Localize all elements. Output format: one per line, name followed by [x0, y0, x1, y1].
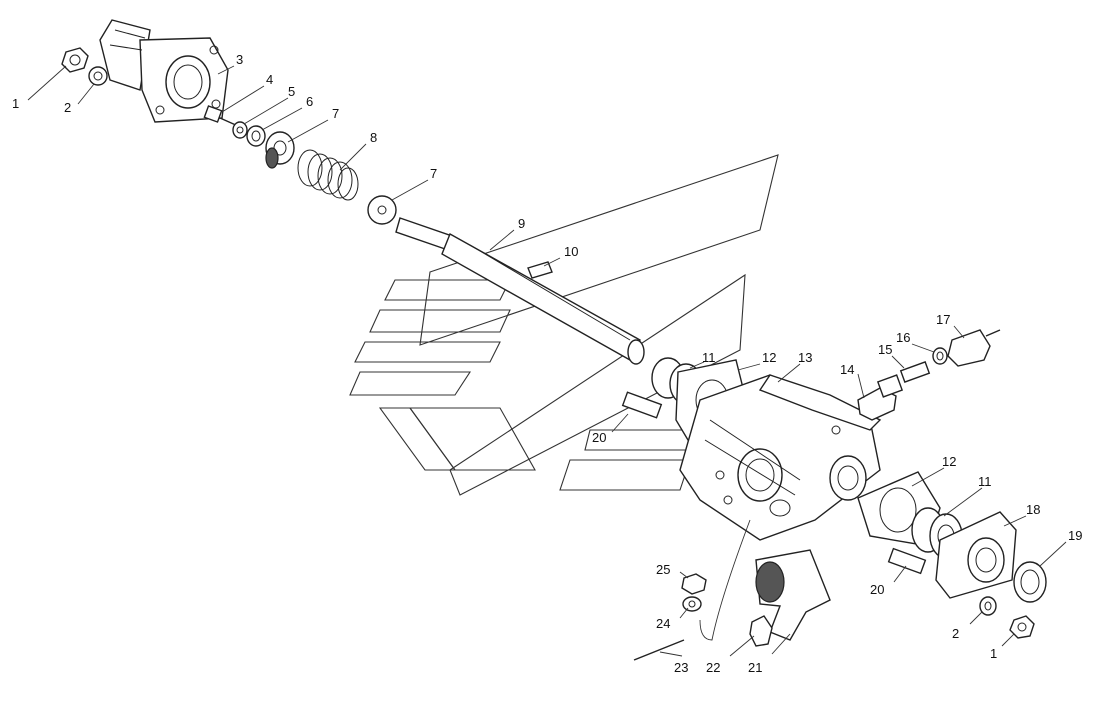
- ring-part-6: [246, 125, 266, 147]
- callout-3: 3: [236, 52, 243, 67]
- callout-5: 5: [288, 84, 295, 99]
- callout-20-upper: 20: [592, 430, 606, 445]
- spring-seat-part-7-upper: [265, 131, 295, 169]
- washer-part-24: [682, 596, 702, 612]
- callout-25: 25: [656, 562, 670, 577]
- washer-part-2-top: [88, 66, 108, 86]
- callout-6: 6: [306, 94, 313, 109]
- callout-10: 10: [564, 244, 578, 259]
- callout-17: 17: [936, 312, 950, 327]
- stud-part-20-upper: [621, 391, 663, 419]
- callout-11-upper: 11: [702, 350, 716, 365]
- sleeve-part-15: [899, 361, 931, 383]
- watermark-logo: [349, 154, 779, 496]
- callout-13: 13: [798, 350, 812, 365]
- o-ring-part-16: [932, 347, 948, 365]
- leader-lines: [27, 65, 1067, 657]
- flanged-sleeve-part-3: [99, 19, 229, 123]
- nut-part-1-bottom: [1009, 615, 1035, 639]
- callout-labels: 1 2 3 4 5 6 7 8 7 9 10 11 12 13 14 15 16…: [12, 52, 1082, 675]
- washer-part-2-bottom: [979, 596, 997, 616]
- callout-1-bottom: 1: [990, 646, 997, 661]
- shaft-part-9: [395, 217, 645, 365]
- callout-22: 22: [706, 660, 720, 675]
- nut-part-1-top: [61, 47, 89, 73]
- callout-11-lower: 11: [978, 474, 992, 489]
- housing-part-13: [679, 374, 882, 541]
- callout-12-lower: 12: [942, 454, 956, 469]
- spring-part-8: [297, 149, 359, 201]
- nut-part-25: [681, 573, 707, 595]
- callout-1-top: 1: [12, 96, 19, 111]
- stud-part-20-lower: [887, 547, 927, 575]
- washer-part-5: [232, 121, 248, 139]
- cover-part-18: [935, 511, 1017, 599]
- callout-20-lower: 20: [870, 582, 884, 597]
- callout-7-upper: 7: [332, 106, 339, 121]
- pin-part-23: [633, 639, 685, 661]
- callout-14: 14: [840, 362, 854, 377]
- callout-23: 23: [674, 660, 688, 675]
- callout-19: 19: [1068, 528, 1082, 543]
- sensor-part-17: [947, 329, 1001, 367]
- callout-7-lower: 7: [430, 166, 437, 181]
- fitting-part-14: [857, 374, 904, 421]
- callout-8: 8: [370, 130, 377, 145]
- callout-18: 18: [1026, 502, 1040, 517]
- callout-21: 21: [748, 660, 762, 675]
- callout-2-top: 2: [64, 100, 71, 115]
- callout-15: 15: [878, 342, 892, 357]
- callout-2-bottom: 2: [952, 626, 959, 641]
- cap-part-19: [1013, 561, 1047, 603]
- grease-fitting-part-22: [749, 615, 773, 647]
- lever-part-21: [755, 549, 831, 641]
- callout-4: 4: [266, 72, 273, 87]
- key-part-10: [527, 261, 553, 279]
- washer-part-7-lower: [367, 195, 397, 225]
- lock-wire: [699, 519, 751, 641]
- callout-24: 24: [656, 616, 670, 631]
- callout-9: 9: [518, 216, 525, 231]
- callout-16: 16: [896, 330, 910, 345]
- callout-12-upper: 12: [762, 350, 776, 365]
